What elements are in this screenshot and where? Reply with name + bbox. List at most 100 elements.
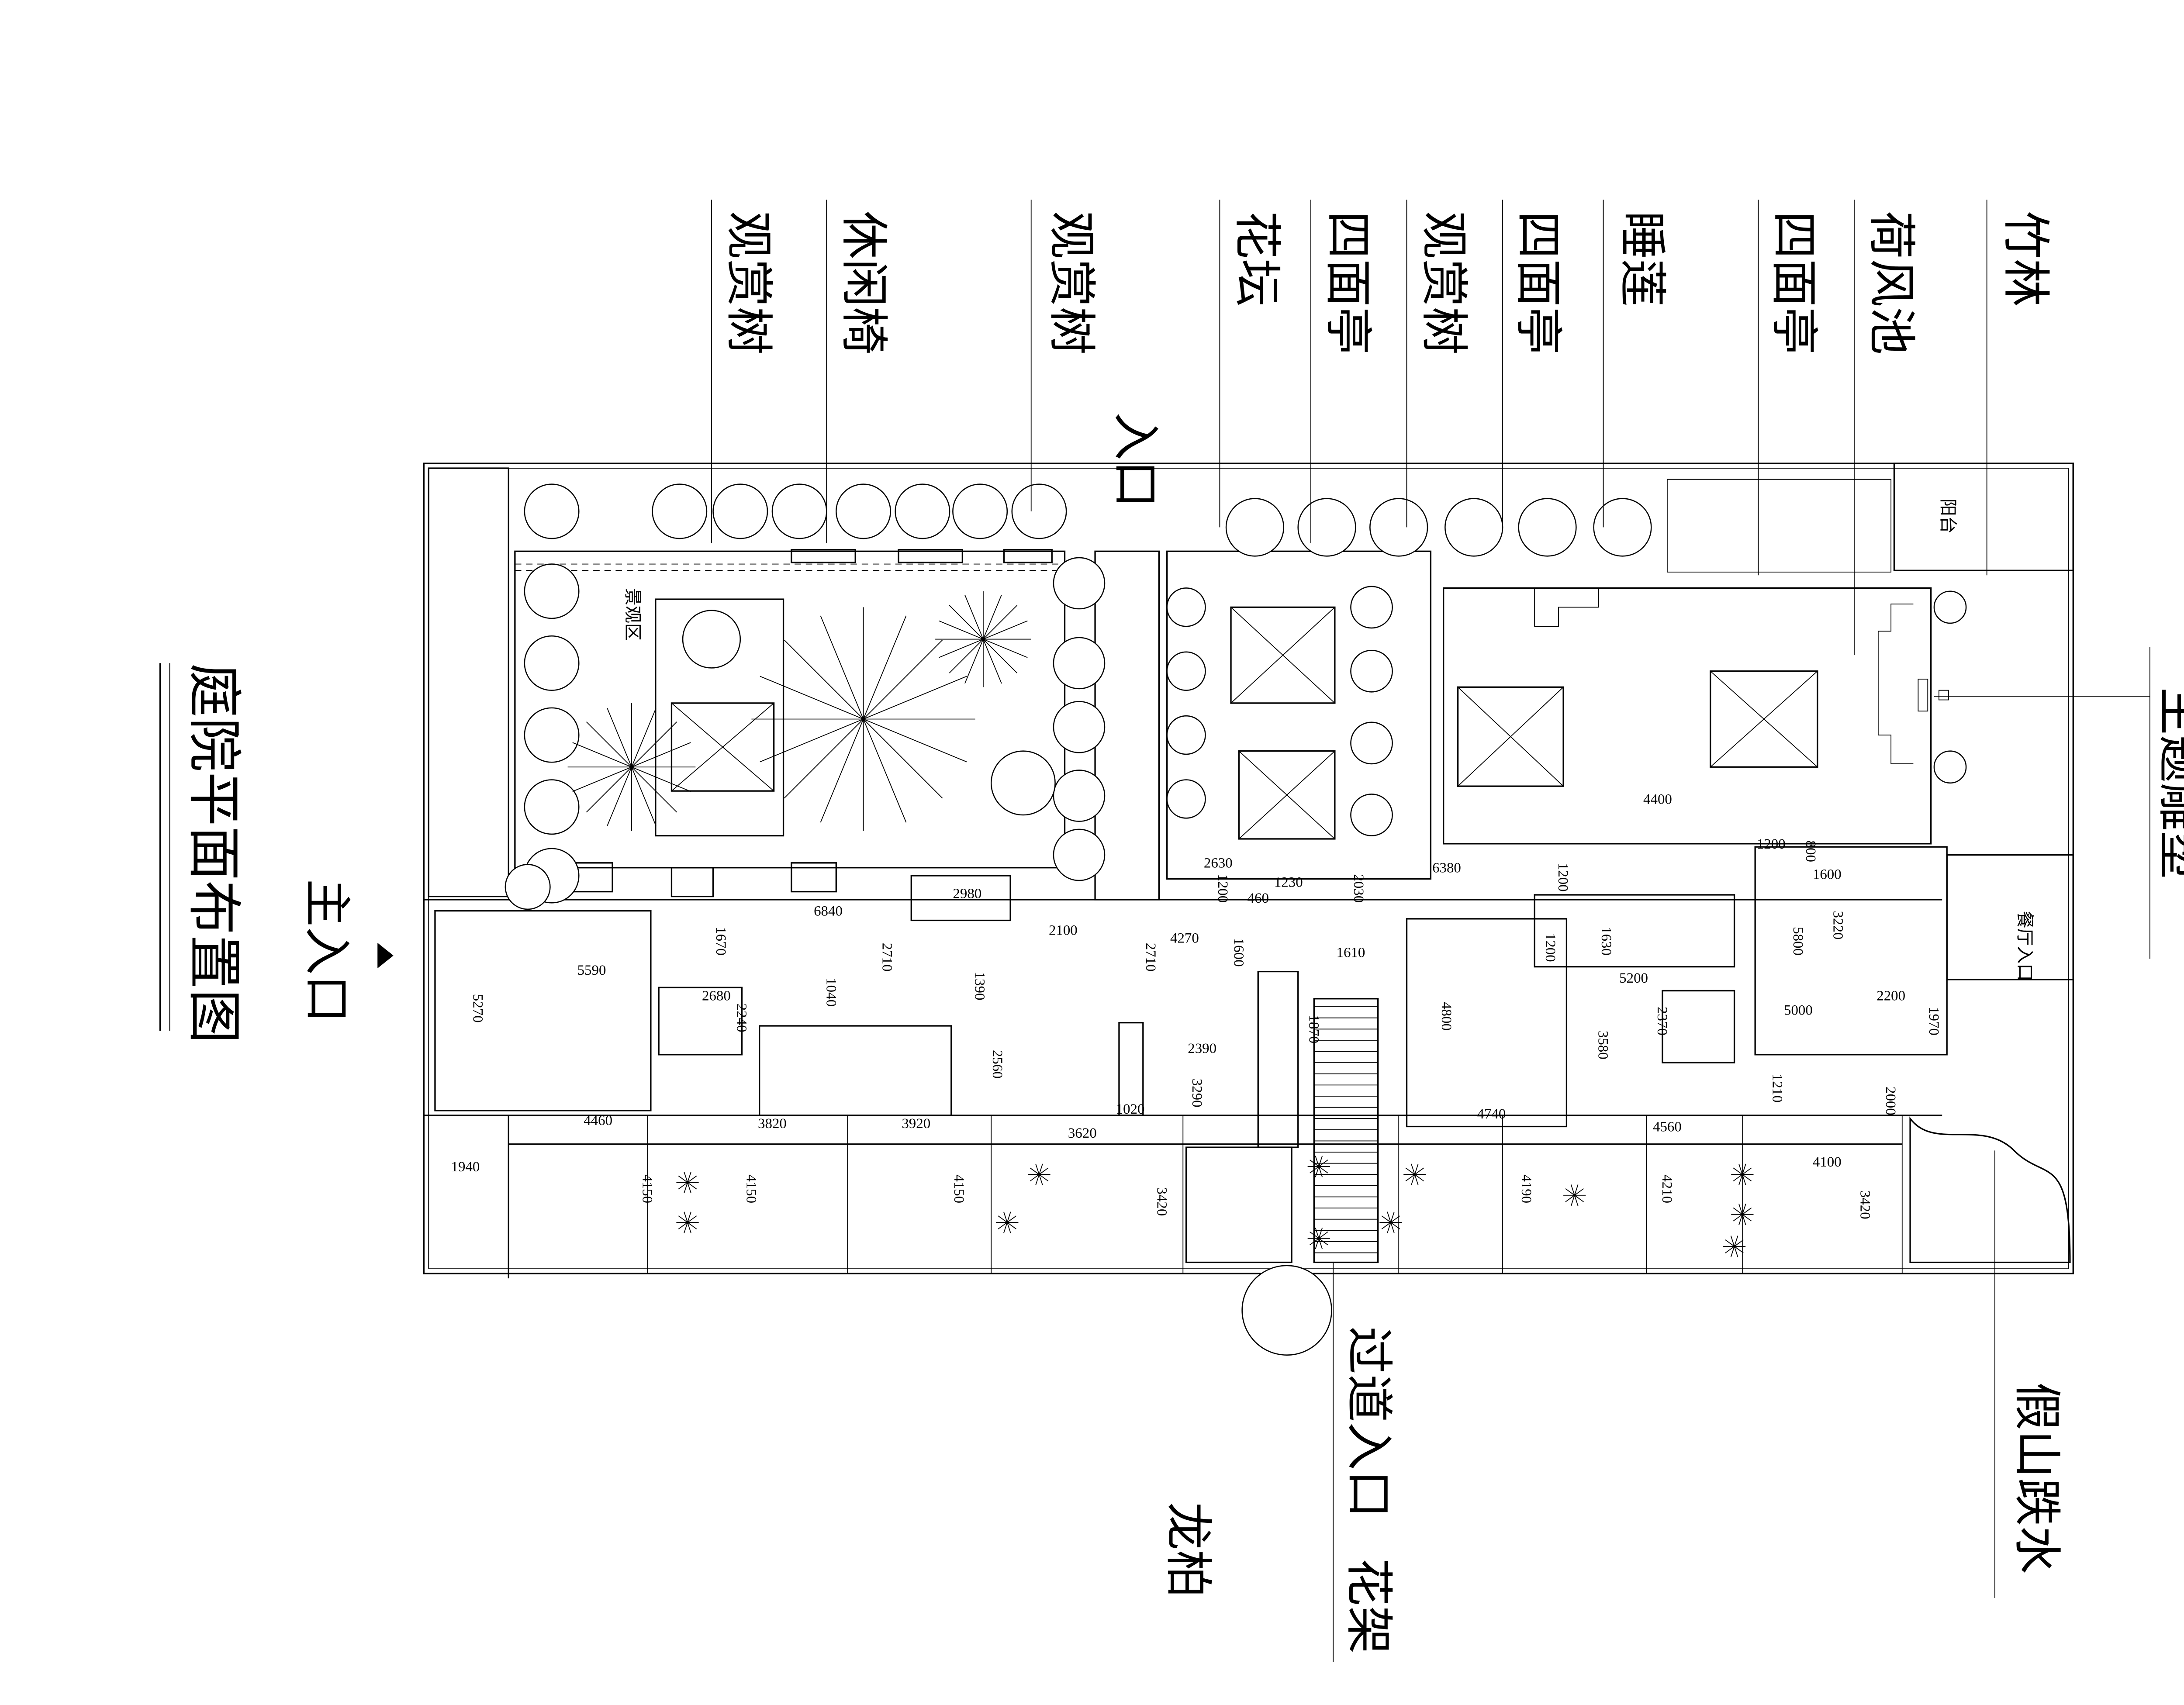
deciduous-tree-icon: [607, 708, 632, 767]
dimension-label: 6840: [814, 904, 843, 919]
dimension-label: 5000: [1784, 1002, 1813, 1018]
deciduous-tree-icon: [572, 742, 632, 768]
sculpture-label: 主题雕塑: [2153, 687, 2184, 879]
shrub-icon: [1574, 1188, 1584, 1196]
shrub-icon: [1007, 1222, 1017, 1229]
dimension-label: 2710: [879, 943, 895, 972]
shrub-icon: [687, 1211, 691, 1223]
shrub-icon: [1570, 1184, 1575, 1196]
label-leaders: [711, 200, 1987, 656]
landscape-area-label: 景观区: [622, 588, 643, 641]
shrub-icon: [1318, 1238, 1323, 1249]
shrub-icon: [678, 1175, 688, 1183]
shrub-icon: [1310, 1238, 1319, 1246]
shrub-icon: [1039, 1174, 1043, 1185]
dimension-label: 4150: [639, 1174, 655, 1203]
shrub-icon: [1006, 1211, 1011, 1223]
deciduous-tree-icon: [983, 594, 1002, 639]
corridor-entrance-label: 过道入口: [1341, 1326, 1397, 1518]
shrub-icon: [1318, 1238, 1328, 1246]
top-label: 睡莲: [1614, 211, 1670, 307]
top-label: 竹林: [1998, 211, 2054, 307]
deciduous-tree-icon: [983, 639, 1028, 658]
rockery-waterfall: [1909, 1116, 2071, 1263]
deciduous-tree-icon: [939, 620, 984, 640]
trellis-label: 花架: [1341, 1558, 1397, 1654]
shrub-icon: [678, 1182, 688, 1190]
tree-icon: [1297, 498, 1356, 557]
shrub-icon: [1738, 1214, 1743, 1225]
shrub-icon: [687, 1215, 697, 1223]
shrub-icon: [1742, 1174, 1746, 1185]
tree-icon: [524, 707, 580, 763]
drawing-title: 庭院平面布置图: [182, 663, 245, 1043]
trellis-paving: [1185, 1146, 1292, 1263]
dimension-label: 1200: [1555, 863, 1571, 892]
shrub-icon: [1730, 1236, 1735, 1247]
top-label: 四面亭: [1320, 211, 1376, 355]
deciduous-tree-icon: [586, 766, 632, 813]
bench: [898, 549, 964, 563]
flower-bed: [670, 867, 714, 897]
balcony-label: 阳台: [1938, 499, 1958, 534]
tree-icon: [1933, 750, 1967, 784]
dimension-label: 3820: [758, 1116, 787, 1132]
shrub-icon: [998, 1215, 1008, 1223]
tree-icon: [1350, 721, 1393, 765]
deciduous-tree-icon: [586, 721, 632, 767]
top-label: 休闲椅: [836, 211, 892, 355]
tree-icon: [1369, 498, 1428, 557]
tree-icon: [1225, 498, 1285, 557]
top-label: 观赏树: [1044, 211, 1100, 355]
dimension-label: 2200: [1876, 988, 1905, 1004]
lawn-area: [655, 598, 784, 837]
room: [1662, 990, 1735, 1063]
shrub-icon: [1390, 1222, 1395, 1233]
dimension-label: 1200: [1215, 874, 1230, 903]
bamboo-grove: [1667, 479, 1892, 573]
dimension-label: 3580: [1595, 1031, 1611, 1060]
dimension-label: 1600: [1813, 866, 1842, 882]
shrub-icon: [1414, 1174, 1419, 1185]
shrub-icon: [1730, 1246, 1735, 1257]
shrub-icon: [1734, 1236, 1738, 1247]
trees: [505, 483, 1967, 1356]
room: [910, 875, 1011, 922]
shrub-icon: [1742, 1207, 1752, 1215]
shrub-icon: [1565, 1188, 1575, 1196]
plan-geometry: [159, 200, 2150, 1662]
shrub-icon: [1315, 1238, 1320, 1249]
dimension-label: 3420: [1154, 1187, 1170, 1216]
shrub-icon: [687, 1222, 691, 1233]
pavilion: [1710, 670, 1818, 768]
deciduous-tree-icon: [949, 639, 984, 673]
dimension-label: 2030: [1351, 874, 1366, 903]
shrub-icon: [1414, 1163, 1419, 1175]
rockery-label: 假山跌水: [2009, 1382, 2065, 1574]
deciduous-tree-icon: [631, 766, 677, 813]
dimension-label: 3920: [902, 1116, 930, 1132]
shrub-icon: [1381, 1222, 1391, 1229]
dining-entrance-area: [1946, 854, 2074, 980]
tree-icon: [1350, 586, 1393, 629]
tree-icon: [524, 483, 580, 539]
tree-icon: [524, 635, 580, 691]
dimension-label: 2390: [1188, 1041, 1216, 1056]
dimension-label: 2980: [953, 886, 981, 901]
top-label: 观赏树: [1416, 211, 1472, 355]
dimension-label: 1630: [1598, 927, 1614, 956]
shrub-icon: [1742, 1214, 1746, 1225]
deciduous-tree-icon: [760, 718, 864, 763]
entrance-label: 入口: [1108, 412, 1164, 508]
shrub-icon: [1030, 1174, 1040, 1182]
pavilion-court: [1166, 550, 1432, 880]
deciduous-tree-icon: [863, 676, 967, 720]
tree-icon: [505, 864, 551, 910]
top-labels: 观赏树休闲椅观赏树花坛四面亭观赏树四面亭睡莲四面亭荷风池竹林: [721, 211, 2053, 355]
deciduous-tree-icon: [983, 620, 1028, 640]
tree-icon: [1053, 637, 1106, 690]
shrub-icon: [1733, 1207, 1743, 1215]
dimension-labels: 2980684016702710210042702710139010405590…: [451, 791, 1942, 1219]
dimension-label: 2680: [702, 988, 731, 1004]
